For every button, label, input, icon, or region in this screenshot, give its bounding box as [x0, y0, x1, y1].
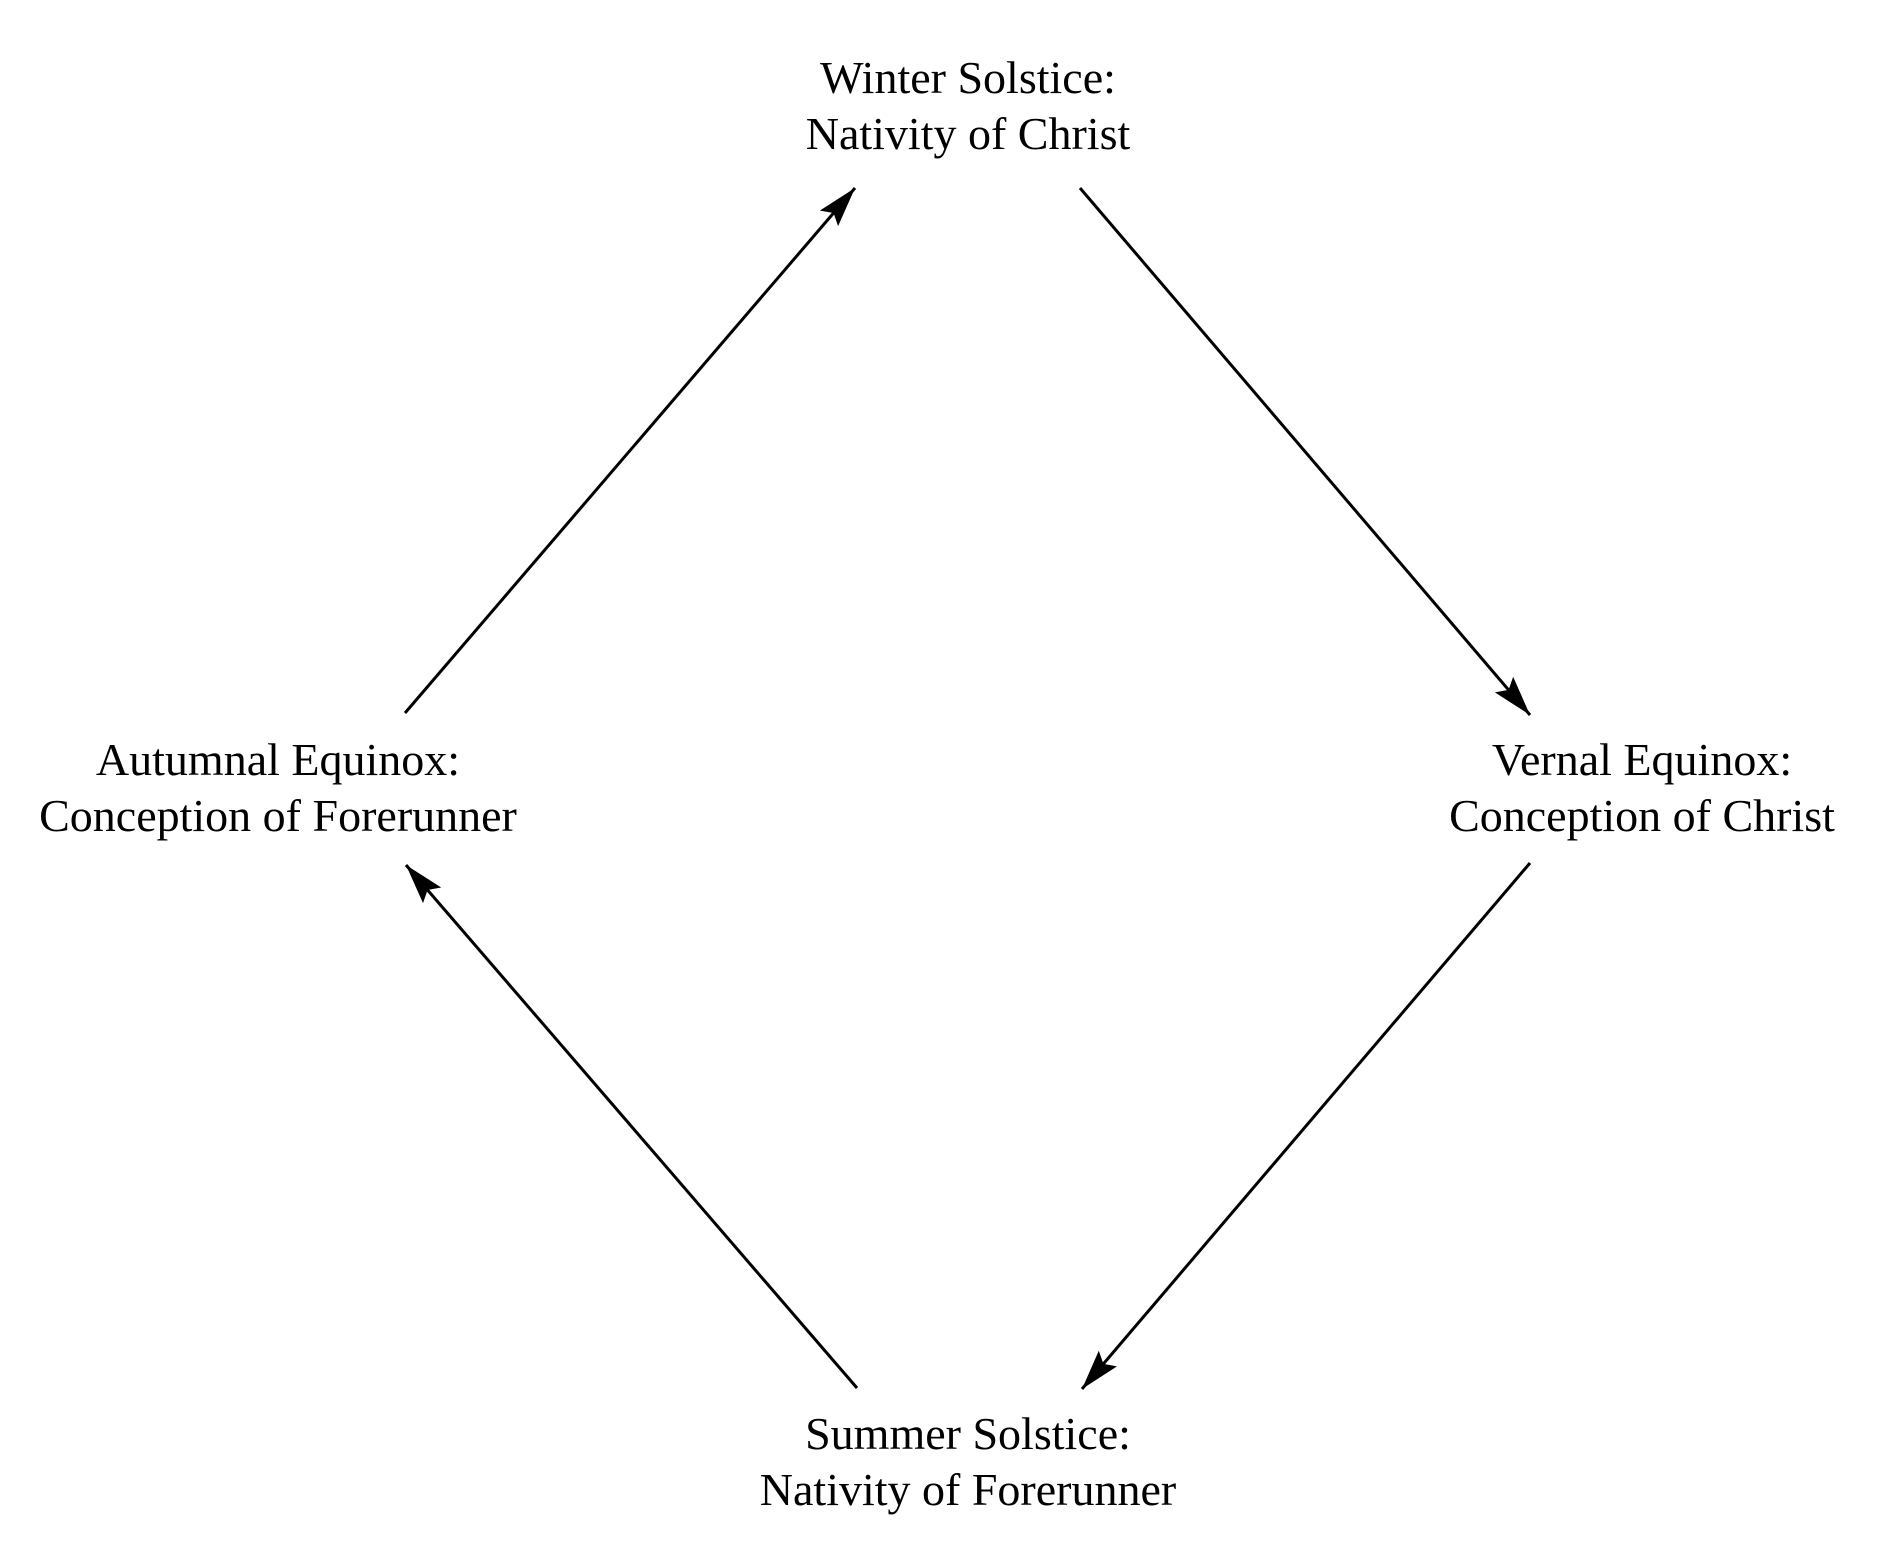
- node-summer-solstice: Summer Solstice: Nativity of Forerunner: [760, 1406, 1176, 1518]
- arrow-winter-to-vernal: [1078, 187, 1532, 716]
- node-vernal-equinox: Vernal Equinox: Conception of Christ: [1449, 732, 1835, 844]
- arrow-vernal-to-summer: [1080, 862, 1532, 1390]
- arrow-summer-to-autumnal: [404, 864, 859, 1389]
- node-autumnal-equinox: Autumnal Equinox: Conception of Forerunn…: [39, 732, 517, 844]
- node-winter-solstice-title: Winter Solstice:: [820, 52, 1116, 103]
- node-autumnal-equinox-subtitle: Conception of Forerunner: [39, 790, 517, 841]
- node-winter-solstice-subtitle: Nativity of Christ: [805, 108, 1131, 159]
- node-summer-solstice-title: Summer Solstice:: [805, 1408, 1131, 1459]
- node-vernal-equinox-title: Vernal Equinox:: [1491, 734, 1793, 785]
- node-summer-solstice-subtitle: Nativity of Forerunner: [759, 1464, 1177, 1515]
- arrow-autumnal-to-winter: [403, 187, 857, 714]
- node-vernal-equinox-subtitle: Conception of Christ: [1449, 790, 1835, 841]
- node-winter-solstice: Winter Solstice: Nativity of Christ: [806, 50, 1131, 162]
- node-autumnal-equinox-title: Autumnal Equinox:: [95, 734, 461, 785]
